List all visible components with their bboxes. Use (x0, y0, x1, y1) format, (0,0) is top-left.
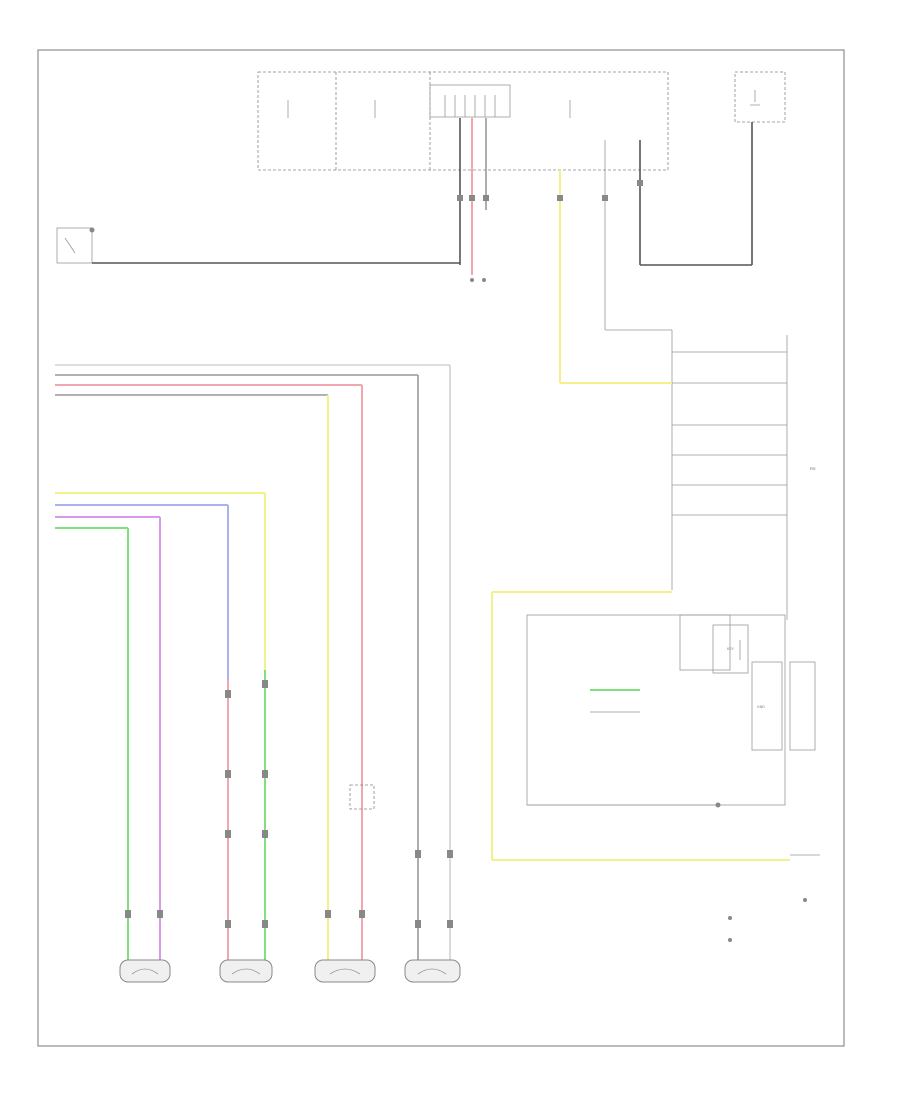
top-module (257, 71, 786, 171)
speaker-1 (119, 959, 171, 983)
harness-group-1 (55, 364, 451, 960)
speaker-4 (404, 959, 461, 983)
bottom-right-symbols (715, 802, 820, 942)
diagram-frame (37, 49, 845, 1047)
key-label: KEY (727, 647, 735, 651)
right-controller: RS (491, 329, 816, 861)
speaker-2 (219, 959, 273, 983)
junction-box (349, 784, 375, 810)
harness-group-2 (55, 492, 266, 960)
rs-label: RS (810, 466, 816, 471)
connector-pins (125, 680, 453, 928)
gnd-box-label: GND (757, 705, 765, 709)
switch-component (56, 227, 460, 264)
inner-module: GND KEY (526, 614, 816, 806)
speaker-3 (314, 959, 376, 983)
top-wiring (457, 118, 753, 383)
speakers (119, 959, 461, 983)
